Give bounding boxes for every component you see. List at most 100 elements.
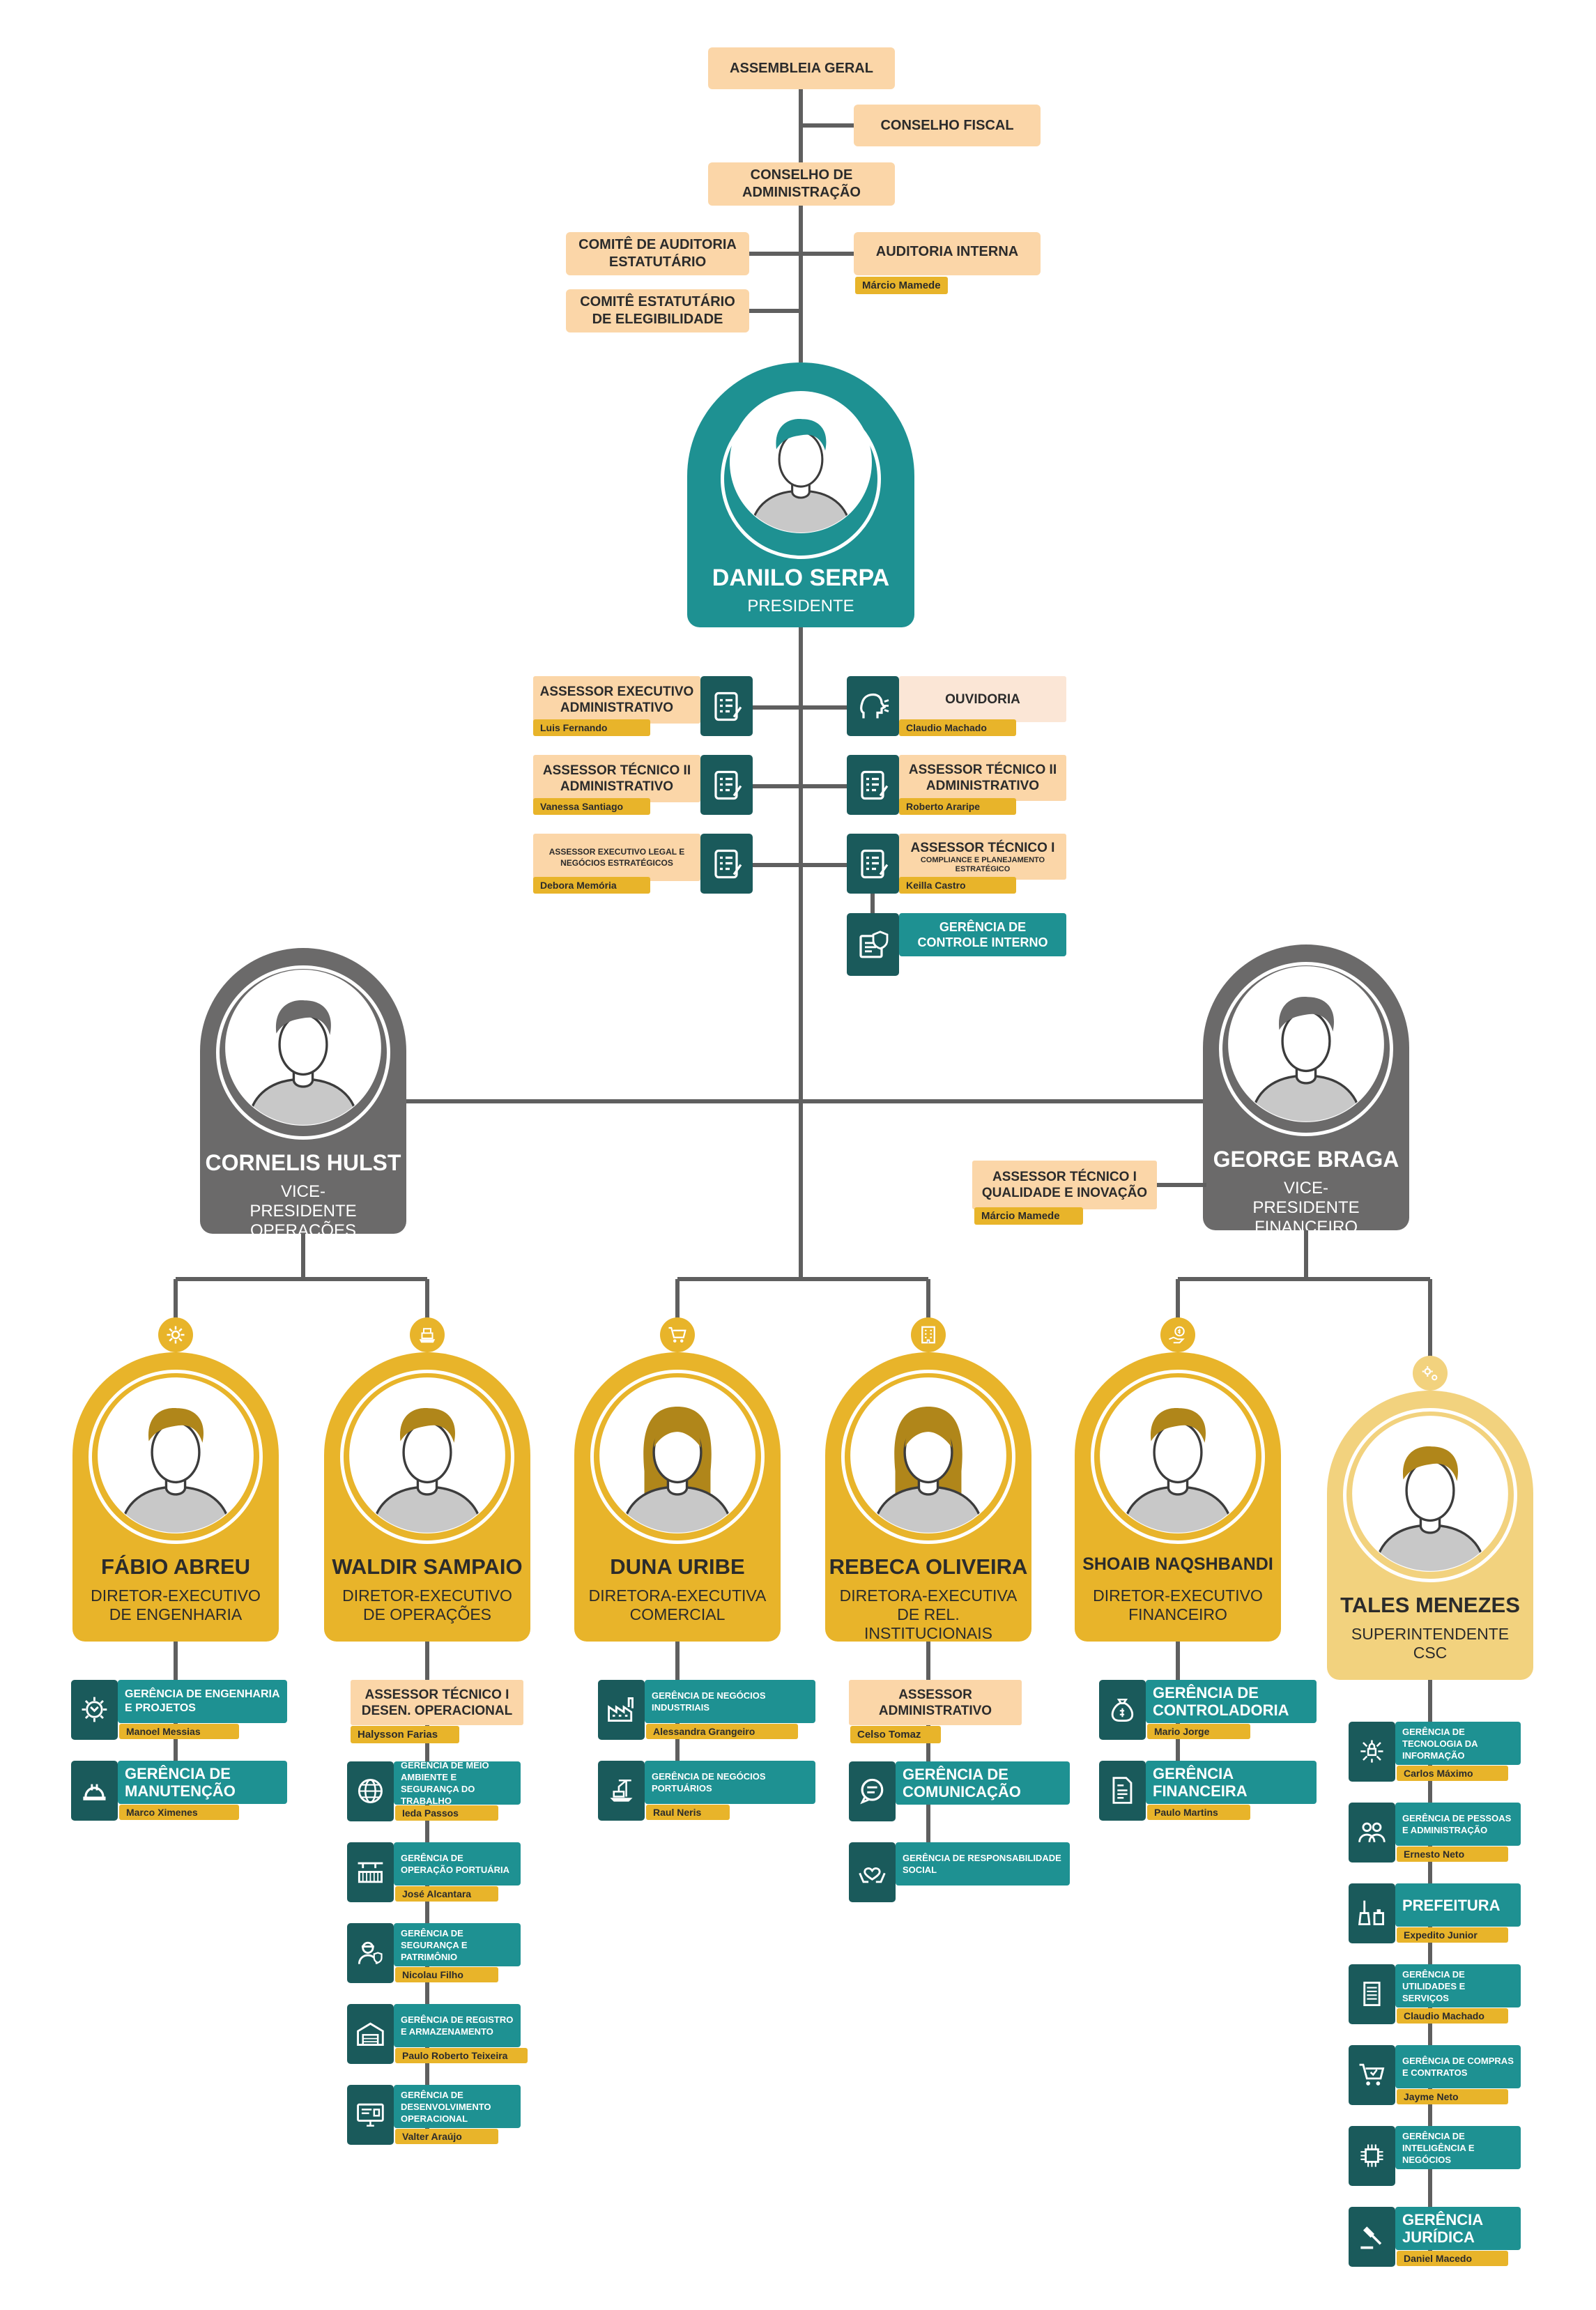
col2-manager-2-person: Nicolau Filho <box>395 1967 498 1982</box>
director-3-card-ring <box>841 1370 1015 1544</box>
col1-manager-0[interactable]: GERÊNCIA DE ENGENHARIA E PROJETOS <box>118 1680 287 1723</box>
col2-manager-3-icon-box <box>347 2004 394 2064</box>
director-5-badge-icon <box>1413 1356 1448 1391</box>
director-0-card-ring <box>89 1370 263 1544</box>
conselho-administracao-box[interactable]: CONSELHO DE ADMINISTRAÇÃO <box>708 162 895 206</box>
col4-manager-1[interactable]: GERÊNCIA DE RESPONSABILIDADE SOCIAL <box>896 1842 1070 1886</box>
tower-icon <box>1363 1982 1381 2007</box>
col2-advisor[interactable]: ASSESSOR TÉCNICO I DESEN. OPERACIONAL <box>351 1680 523 1725</box>
advisor-left-1[interactable]: ASSESSOR TÉCNICO II ADMINISTRATIVO <box>533 755 700 802</box>
col5-manager-1[interactable]: GERÊNCIA FINANCEIRA <box>1146 1761 1317 1804</box>
advisor-right-0-person: Claudio Machado <box>899 719 1016 736</box>
col2-manager-0-icon-box <box>347 1761 394 1821</box>
col2-manager-4[interactable]: GERÊNCIA DE DESENVOLVIMENTO OPERACIONAL <box>394 2085 521 2128</box>
assembleia-geral-box[interactable]: ASSEMBLEIA GERAL <box>708 47 895 89</box>
director-4-name: SHOAIB NAQSHBANDI <box>1082 1554 1273 1574</box>
container-crane-icon <box>358 1862 383 1883</box>
col2-manager-2-icon-box <box>347 1923 394 1983</box>
col6-manager-1[interactable]: GERÊNCIA DE PESSOAS E ADMINISTRAÇÃO <box>1395 1803 1521 1846</box>
col5-manager-1-person: Paulo Martins <box>1147 1805 1250 1820</box>
vp-left-avatar <box>225 970 381 1126</box>
connector-line <box>926 1279 930 1338</box>
director-3-avatar <box>850 1377 1006 1533</box>
connector-line <box>753 784 801 788</box>
connector-line <box>1178 1277 1430 1281</box>
ship-crane-icon <box>610 1780 633 1803</box>
connector-line <box>801 863 847 867</box>
director-1-name: WALDIR SAMPAIO <box>332 1554 523 1579</box>
auditoria-interna-box[interactable]: AUDITORIA INTERNA <box>854 232 1041 275</box>
guard-icon <box>358 1942 383 1965</box>
col4-manager-0-icon-box <box>849 1761 896 1821</box>
vp-right-avatar <box>1228 966 1384 1122</box>
advisor-left-1-person: Vanessa Santiago <box>533 798 650 815</box>
col2-manager-0[interactable]: GERÊNCIA DE MEIO AMBIENTE E SEGURANÇA DO… <box>394 1760 521 1806</box>
director-0-name: FÁBIO ABREU <box>100 1554 251 1579</box>
col6-manager-2[interactable]: PREFEITURA <box>1395 1883 1521 1927</box>
advisor-right-2-title: ASSESSOR TÉCNICO I <box>910 840 1055 855</box>
col4-advisor-person: Celso Tomaz <box>850 1726 941 1743</box>
advisor-right-0[interactable]: OUVIDORIA <box>899 676 1066 722</box>
money-bag-icon <box>1111 1699 1134 1722</box>
col1-manager-0-icon-box <box>71 1680 118 1740</box>
col5-manager-0-icon-box <box>1099 1680 1146 1740</box>
connector-line <box>1176 1279 1180 1338</box>
col3-manager-1-person: Raul Neris <box>646 1805 730 1820</box>
conselho-fiscal-box[interactable]: CONSELHO FISCAL <box>854 105 1041 146</box>
chip-icon <box>1360 2144 1383 2168</box>
vp-right-advisor-person: Márcio Mamede <box>974 1207 1083 1225</box>
col3-manager-1[interactable]: GERÊNCIA DE NEGÓCIOS PORTUÁRIOS <box>645 1761 815 1804</box>
cart-icon <box>668 1326 686 1343</box>
advisor-left-2[interactable]: ASSESSOR EXECUTIVO LEGAL E NEGÓCIOS ESTR… <box>533 834 700 881</box>
comite-elegibilidade-box[interactable]: COMITÊ ESTATUTÁRIO DE ELEGIBILIDADE <box>566 289 749 332</box>
connector-line <box>749 309 801 313</box>
director-0-badge-icon <box>158 1317 193 1352</box>
director-3-badge-icon <box>911 1317 946 1352</box>
connector-line <box>801 252 854 256</box>
controle-interno-box[interactable]: GERÊNCIA DE CONTROLE INTERNO <box>899 913 1066 956</box>
col6-manager-6[interactable]: GERÊNCIA JURÍDICA <box>1395 2207 1521 2250</box>
col6-manager-0-icon-box <box>1349 1722 1395 1782</box>
col2-manager-3[interactable]: GERÊNCIA DE REGISTRO E ARMAZENAMENTO <box>394 2004 521 2047</box>
advisor-right-1[interactable]: ASSESSOR TÉCNICO II ADMINISTRATIVO <box>899 755 1066 801</box>
comite-auditoria-box[interactable]: COMITÊ DE AUDITORIA ESTATUTÁRIO <box>566 232 749 275</box>
connector-line <box>174 1279 178 1338</box>
col6-manager-5[interactable]: GERÊNCIA DE INTELIGÊNCIA E NEGÓCIOS <box>1395 2126 1521 2169</box>
col3-manager-0[interactable]: GERÊNCIA DE NEGÓCIOS INDUSTRIAIS <box>645 1680 815 1723</box>
heart-hands-icon <box>859 1867 886 1883</box>
advisor-right-1-icon-box <box>847 755 899 815</box>
connector-line <box>799 84 803 362</box>
col4-manager-1-icon-box <box>849 1842 896 1902</box>
director-2-role: DIRETORA-EXECUTIVA COMERCIAL <box>588 1586 767 1623</box>
director-2-card-ring <box>590 1370 765 1544</box>
director-5-role: SUPERINTENDENTE CSC <box>1351 1625 1510 1662</box>
invoice-icon <box>1112 1777 1133 1805</box>
connector-line <box>753 705 801 710</box>
director-4-badge-icon <box>1160 1317 1195 1352</box>
col6-manager-4[interactable]: GERÊNCIA DE COMPRAS E CONTRATOS <box>1395 2045 1521 2088</box>
col6-manager-3[interactable]: GERÊNCIA DE UTILIDADES E SERVIÇOS <box>1395 1964 1521 2007</box>
col2-manager-1[interactable]: GERÊNCIA DE OPERAÇÃO PORTUÁRIA <box>394 1842 521 1886</box>
monitor-icon <box>357 2104 384 2127</box>
vp-right-name: GEORGE BRAGA <box>1213 1147 1399 1172</box>
col2-manager-1-icon-box <box>347 1842 394 1902</box>
vp-right-advisor[interactable]: ASSESSOR TÉCNICO I QUALIDADE E INOVAÇÃO <box>972 1161 1157 1209</box>
col6-manager-2-icon-box <box>1349 1883 1395 1943</box>
connector-line <box>801 123 854 128</box>
connector-line <box>677 1277 928 1281</box>
col6-manager-0[interactable]: GERÊNCIA DE TECNOLOGIA DA INFORMAÇÃO <box>1395 1722 1521 1765</box>
network-lock-icon <box>1360 1740 1383 1764</box>
cart-check-icon <box>1359 2064 1385 2086</box>
col5-manager-0[interactable]: GERÊNCIA DE CONTROLADORIA <box>1146 1680 1317 1723</box>
connector-line <box>870 894 875 917</box>
col2-manager-2[interactable]: GERÊNCIA DE SEGURANÇA E PATRIMÔNIO <box>394 1923 521 1966</box>
col1-manager-0-person: Manoel Messias <box>119 1724 239 1739</box>
col4-manager-0[interactable]: GERÊNCIA DE COMUNICAÇÃO <box>896 1761 1070 1805</box>
advisor-left-2-icon-box <box>700 834 753 894</box>
col4-advisor[interactable]: ASSESSOR ADMINISTRATIVO <box>849 1680 1022 1725</box>
col1-manager-1[interactable]: GERÊNCIA DE MANUTENÇÃO <box>118 1761 287 1804</box>
advisor-left-0[interactable]: ASSESSOR EXECUTIVO ADMINISTRATIVO <box>533 676 700 724</box>
chat-bubble-icon <box>860 1779 884 1805</box>
